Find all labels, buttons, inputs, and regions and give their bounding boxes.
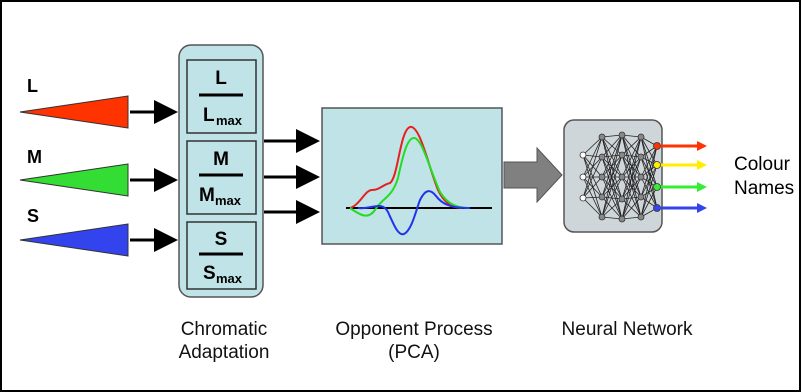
pca-to-network-arrow bbox=[503, 146, 563, 204]
opponent-caption-line1: Opponent Process bbox=[335, 319, 493, 340]
network-hidden-node bbox=[598, 173, 606, 181]
network-edge bbox=[582, 156, 603, 199]
network-hidden-node bbox=[637, 173, 645, 181]
output-arrow-head bbox=[697, 160, 707, 170]
network-edge bbox=[601, 134, 623, 178]
fraction-sub-l: max bbox=[216, 113, 243, 128]
network-hidden-node bbox=[637, 213, 645, 221]
cone-wedge-l bbox=[19, 95, 129, 129]
network-hidden-node bbox=[618, 195, 626, 203]
network-edge bbox=[621, 176, 642, 220]
network-edge bbox=[582, 197, 603, 218]
network-edge bbox=[601, 134, 623, 198]
fraction-sub-m: max bbox=[215, 193, 242, 208]
fraction-sub-s: max bbox=[216, 271, 243, 286]
fraction-den-l: L bbox=[203, 105, 215, 126]
network-edge bbox=[582, 136, 603, 178]
fraction-box-l: L L max bbox=[186, 59, 257, 134]
opponent-caption: Opponent Process (PCA) bbox=[316, 318, 512, 364]
network-hidden-node bbox=[598, 193, 606, 201]
input-label-m: M bbox=[27, 147, 42, 167]
network-edge bbox=[640, 145, 658, 178]
network-hidden-node bbox=[618, 173, 626, 181]
network-edge bbox=[582, 154, 603, 178]
fraction-box-s: S S max bbox=[186, 221, 257, 290]
output-arrow-head bbox=[697, 203, 707, 213]
fraction-num-l: L bbox=[215, 68, 227, 89]
network-input-node bbox=[579, 151, 587, 159]
network-edge bbox=[640, 145, 658, 198]
network-edge bbox=[601, 136, 623, 178]
fraction-box-m: M M max bbox=[186, 140, 257, 215]
network-edge bbox=[601, 156, 623, 200]
network-edge bbox=[621, 136, 642, 220]
opponent-caption-line2: (PCA) bbox=[388, 342, 440, 363]
adaptation-caption: Chromatic Adaptation bbox=[168, 318, 280, 364]
adaptation-caption-line2: Adaptation bbox=[178, 342, 270, 363]
network-input-node bbox=[579, 194, 587, 202]
fraction-num-m: M bbox=[213, 149, 229, 170]
network-edge bbox=[621, 154, 642, 218]
pca-curve-blue bbox=[357, 190, 471, 236]
network-edge bbox=[601, 198, 623, 218]
network-edge bbox=[621, 136, 642, 178]
network-edge bbox=[582, 176, 603, 199]
network-edge bbox=[640, 176, 658, 209]
network-input-node bbox=[579, 173, 587, 181]
network-caption: Neural Network bbox=[561, 319, 693, 340]
network-hidden-node bbox=[637, 153, 645, 161]
network-edge bbox=[621, 154, 642, 198]
network-edge bbox=[621, 196, 642, 220]
network-output-node bbox=[653, 161, 661, 169]
fraction-num-s: S bbox=[215, 229, 228, 250]
input-label-s: S bbox=[27, 206, 39, 226]
output-arrow-head bbox=[697, 141, 707, 151]
fraction-den-m: M bbox=[199, 185, 215, 206]
output-arrow-head bbox=[697, 182, 707, 192]
network-edge bbox=[601, 134, 623, 158]
network-edge bbox=[621, 136, 642, 200]
network-hidden-node bbox=[598, 153, 606, 161]
network-edge bbox=[640, 145, 658, 218]
network-edge bbox=[582, 136, 603, 156]
input-label-l: L bbox=[27, 76, 38, 96]
cone-wedge-s bbox=[19, 223, 129, 257]
network-edge bbox=[582, 176, 603, 218]
network-edge bbox=[582, 154, 603, 218]
network-hidden-node bbox=[618, 151, 626, 159]
network-hidden-node bbox=[618, 131, 626, 139]
network-output-arrows bbox=[661, 141, 707, 213]
output-label-line2: Names bbox=[734, 178, 794, 199]
network-edge bbox=[621, 176, 642, 218]
network-hidden-node bbox=[598, 213, 606, 221]
network-edge bbox=[621, 156, 642, 220]
network-edge bbox=[601, 136, 623, 200]
cone-wedge-m bbox=[19, 163, 129, 197]
pca-curve-green bbox=[349, 136, 471, 217]
network-edge bbox=[601, 176, 623, 200]
network-output-node bbox=[653, 183, 661, 191]
network-edge bbox=[640, 186, 658, 218]
network-edge bbox=[601, 134, 623, 218]
network-hidden-node bbox=[637, 133, 645, 141]
output-label-line1: Colour bbox=[734, 154, 791, 175]
network-edge bbox=[640, 136, 658, 166]
network-output-node bbox=[653, 204, 661, 212]
network-edge bbox=[621, 154, 642, 178]
network-edge bbox=[601, 176, 623, 218]
network-edge bbox=[621, 136, 642, 156]
fraction-den-s: S bbox=[203, 263, 216, 284]
neural-network-nodes bbox=[579, 131, 661, 223]
network-hidden-node bbox=[618, 215, 626, 223]
network-edge bbox=[601, 154, 623, 218]
network-edge bbox=[640, 164, 658, 218]
network-output-node bbox=[653, 142, 661, 150]
network-hidden-node bbox=[598, 133, 606, 141]
network-edge bbox=[582, 136, 603, 199]
network-edge bbox=[582, 154, 603, 198]
network-hidden-node bbox=[637, 193, 645, 201]
adaptation-caption-line1: Chromatic bbox=[180, 319, 268, 340]
